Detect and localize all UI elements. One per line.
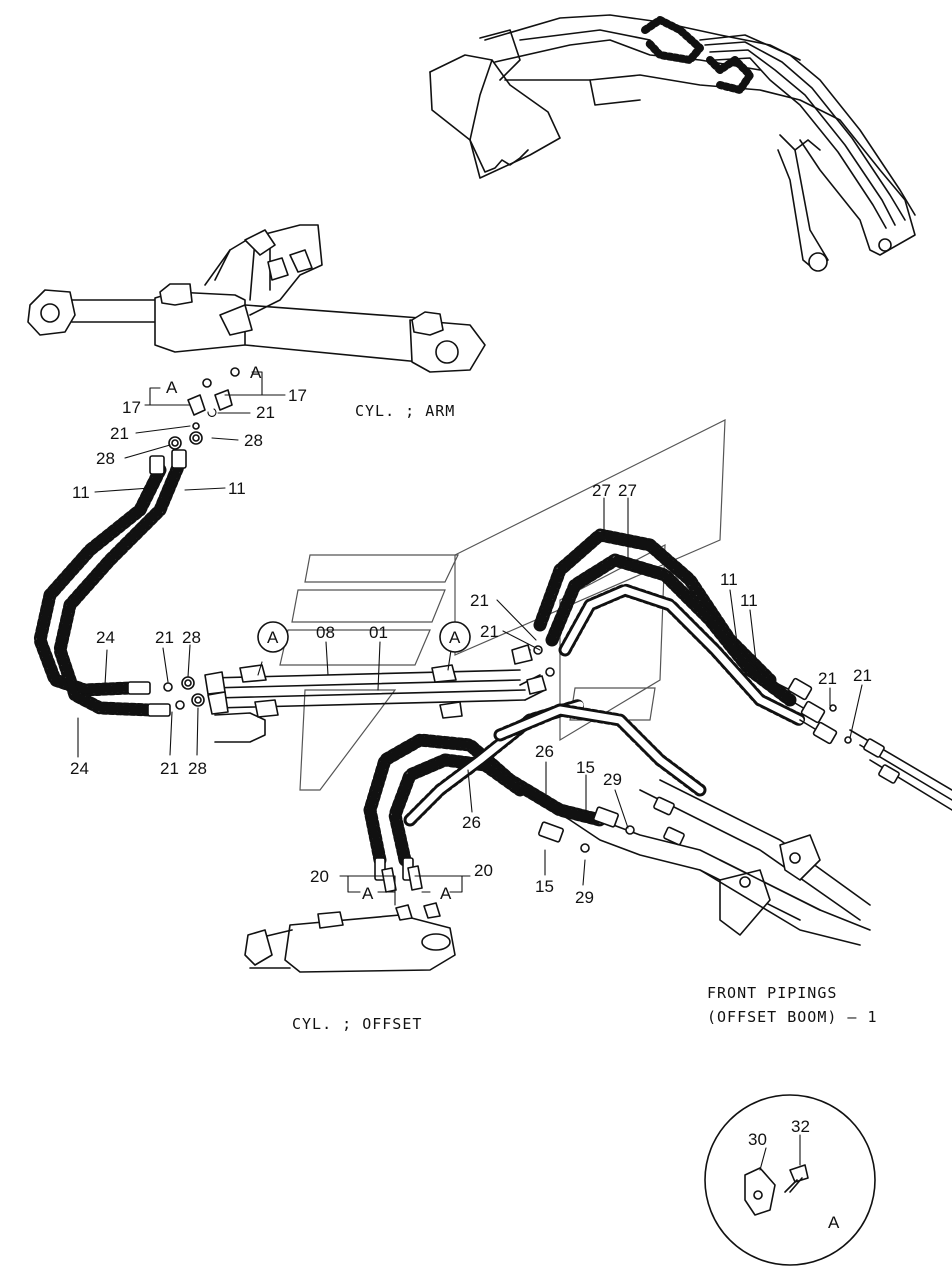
hose-group-27-11 [533,528,952,811]
callout-11: 11 [228,479,246,498]
diagram-title-line1: FRONT PIPINGS [707,984,837,1002]
callout-28: 28 [244,431,263,450]
excavator-overview [429,14,916,272]
callout-11: 11 [72,483,90,502]
callout-20: 20 [474,861,493,880]
callout-28: 28 [182,628,201,647]
callout-a: A [267,628,279,647]
callout-a: A [166,378,178,397]
hose-group-26-15 [363,698,821,921]
callout-15: 15 [535,877,554,896]
callout-21: 21 [256,403,275,422]
callout-28: 28 [96,449,115,468]
callout-11: 11 [720,570,738,589]
leader-lines [77,371,863,1171]
callout-29: 29 [575,888,594,907]
arm-fittings [168,367,240,450]
callout-a: A [250,363,262,382]
callout-17: 17 [288,386,307,405]
detail-part-30: 30 [748,1130,767,1149]
ref-circles [257,621,471,653]
arm-cylinder [27,224,486,373]
callout-15: 15 [576,758,595,777]
callout-27: 27 [618,481,637,500]
callout-08: 08 [316,623,335,642]
callout-a: A [449,628,461,647]
callout-21: 21 [853,666,872,685]
callout-01: 01 [369,623,388,642]
callout-29: 29 [603,770,622,789]
callout-21: 21 [480,622,499,641]
callout-21: 21 [110,424,129,443]
callout-17: 17 [122,398,141,417]
callout-28: 28 [188,759,207,778]
detail-part-32: 32 [791,1117,810,1136]
callout-21: 21 [818,669,837,688]
callout-11: 11 [740,591,758,610]
callout-21: 21 [470,591,489,610]
offset-cylinder [244,865,456,973]
callout-a: A [362,884,374,903]
callout-27: 27 [592,481,611,500]
callout-24: 24 [70,759,89,778]
callout-26: 26 [535,742,554,761]
callout-numbers: 17 17 A A 21 21 28 28 11 11 24 21 28 24 … [70,363,872,907]
boom-bracket [639,779,871,946]
detail-ref-a: A [828,1213,840,1232]
callout-21: 21 [155,628,174,647]
callout-24: 24 [96,628,115,647]
callout-20: 20 [310,867,329,886]
label-cyl-arm: CYL. ; ARM [355,402,455,420]
callout-a: A [440,884,452,903]
detail-a-inset [704,1094,876,1266]
callout-26: 26 [462,813,481,832]
label-cyl-offset: CYL. ; OFFSET [292,1015,422,1033]
diagram-title-line2: (OFFSET BOOM) — 1 [707,1008,878,1026]
hose-loop-11-24 [33,449,205,717]
callout-21: 21 [160,759,179,778]
